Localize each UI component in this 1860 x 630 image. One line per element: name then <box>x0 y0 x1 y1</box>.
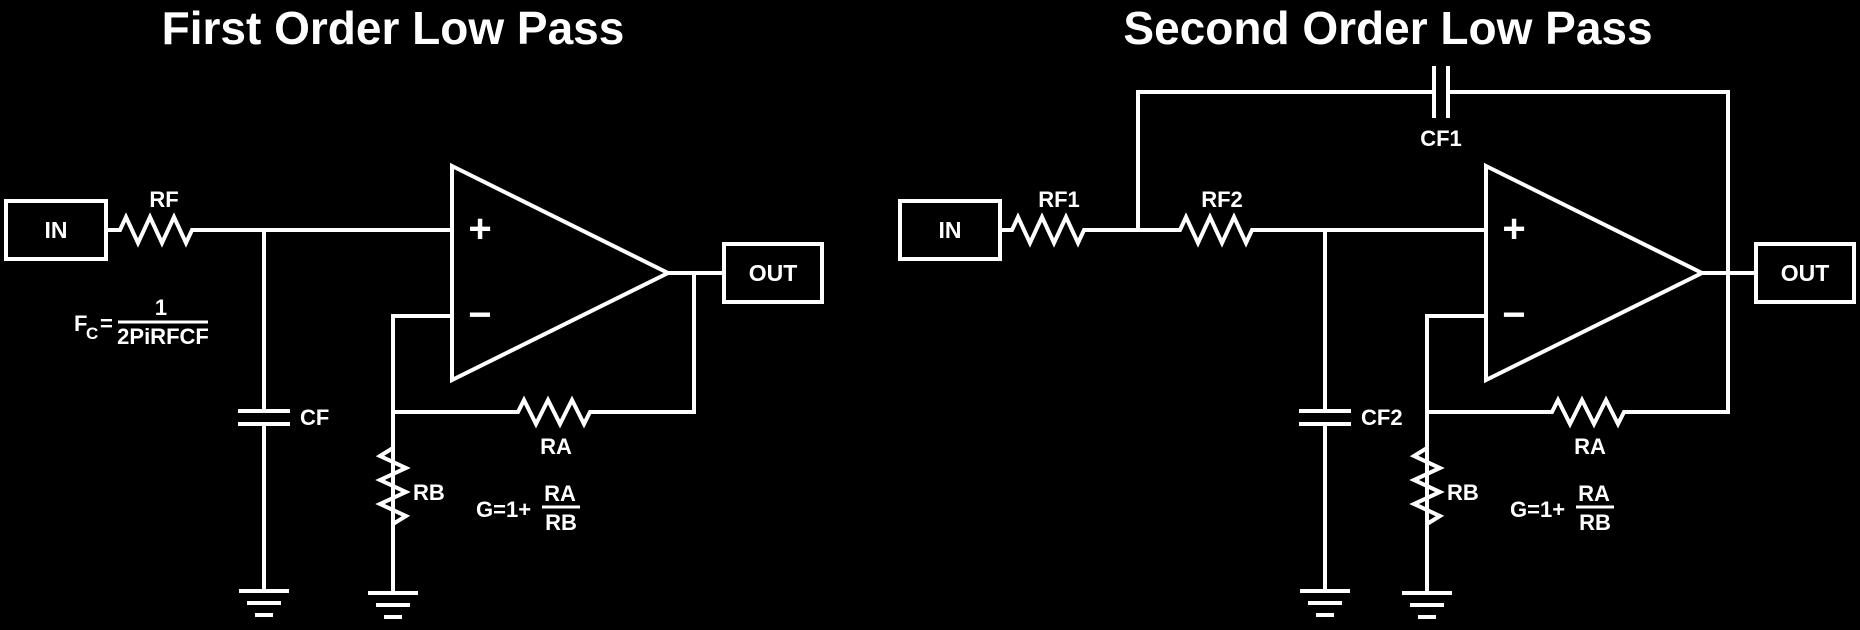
right-rf1-resistor <box>1000 212 1138 248</box>
right-ra-resistor <box>1427 395 1728 429</box>
left-opamp-minus: − <box>468 293 491 337</box>
left-cf-label: CF <box>300 405 329 430</box>
left-in-label: IN <box>45 217 68 243</box>
left-ra-label: RA <box>540 434 572 459</box>
left-out-box <box>722 242 824 304</box>
right-ra-label: RA <box>1574 434 1606 459</box>
right-cf2-label: CF2 <box>1361 405 1403 430</box>
right-gain-denominator: RB <box>1579 510 1611 535</box>
right-gain-numerator: RA <box>1578 481 1610 506</box>
right-cf2-ground-icon <box>1300 589 1350 617</box>
right-rb-label: RB <box>1447 480 1479 505</box>
right-rb-ground-icon <box>1402 591 1452 619</box>
right-cf2-capacitor <box>1299 230 1351 590</box>
left-opamp <box>450 162 673 384</box>
left-out-label: OUT <box>749 260 798 286</box>
left-rb-resistor <box>375 446 411 526</box>
right-opamp-plus: + <box>1502 207 1525 251</box>
left-fc-equals: = <box>100 311 113 336</box>
left-title: First Order Low Pass <box>162 2 625 54</box>
left-gain-denominator: RB <box>545 510 577 535</box>
right-rf1-label: RF1 <box>1038 187 1080 212</box>
right-cf1-capacitor <box>1136 66 1730 414</box>
left-ra-resistor <box>393 273 696 429</box>
left-cf-ground-icon <box>239 589 289 617</box>
right-title: Second Order Low Pass <box>1123 2 1652 54</box>
left-rb-ground-icon <box>368 591 418 619</box>
left-fc-denominator: 2PiRFCF <box>117 324 209 349</box>
right-rf2-label: RF2 <box>1201 187 1243 212</box>
left-gain-lhs: G=1+ <box>476 497 531 522</box>
left-opamp-plus: + <box>468 207 491 251</box>
left-gain-numerator: RA <box>544 481 576 506</box>
left-rf-resistor <box>106 212 452 248</box>
right-rb-resistor <box>1409 446 1445 526</box>
right-in-label: IN <box>939 217 962 243</box>
right-out-label: OUT <box>1781 260 1830 286</box>
first-order-low-pass-circuit: First Order Low Pass IN RF CF + − OUT RA… <box>4 2 824 619</box>
left-fc-subscript: C <box>86 324 98 343</box>
left-rb-label: RB <box>413 480 445 505</box>
second-order-low-pass-circuit: Second Order Low Pass IN RF1 RF2 CF1 CF2… <box>898 2 1856 619</box>
left-fc-symbol: F <box>74 311 87 336</box>
right-rf2-resistor <box>1138 212 1486 248</box>
left-fc-numerator: 1 <box>155 295 167 320</box>
right-gain-lhs: G=1+ <box>1510 497 1565 522</box>
right-cf1-label: CF1 <box>1420 126 1462 151</box>
right-opamp <box>1484 162 1707 384</box>
right-opamp-minus: − <box>1502 293 1525 337</box>
right-out-box <box>1754 242 1856 304</box>
left-rf-label: RF <box>149 187 178 212</box>
left-cf-capacitor <box>238 230 290 590</box>
